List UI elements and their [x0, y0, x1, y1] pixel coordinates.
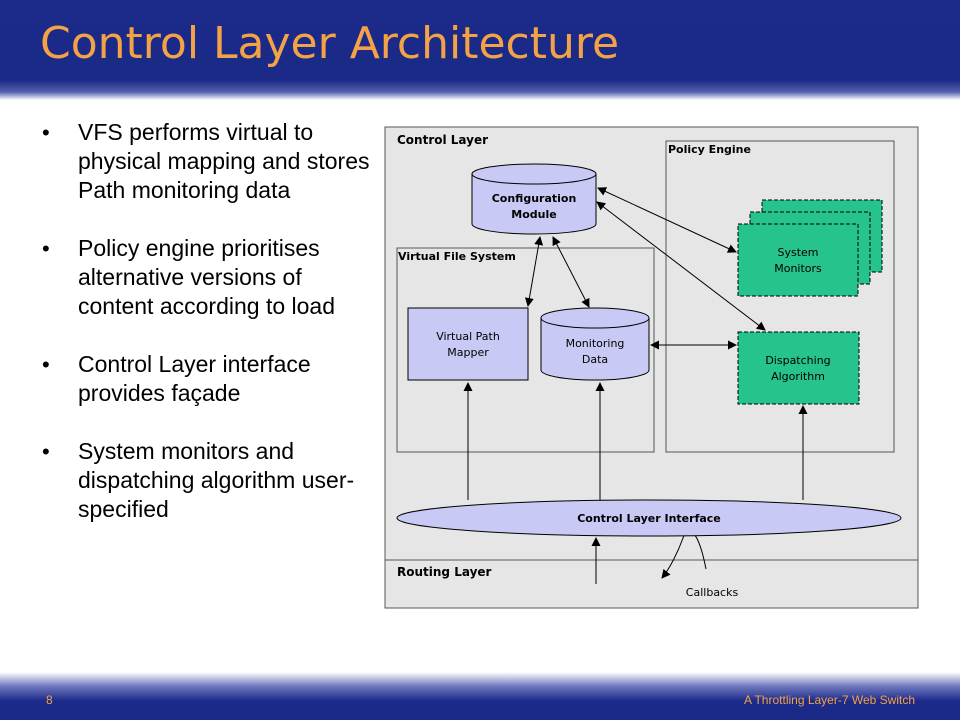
bullet-item: •Policy engine prioritises alternative v…: [42, 235, 336, 319]
bullet-text: System monitors and dispatching algorith…: [78, 438, 355, 522]
footer-band: [0, 672, 960, 720]
bullet-list: •VFS performs virtual to physical mappin…: [40, 118, 370, 553]
footer-text: A Throttling Layer-7 Web Switch: [744, 693, 915, 707]
dispatching-algorithm: Dispatching Algorithm: [737, 331, 860, 405]
connector-arrows: [463, 187, 808, 584]
dispatching-algorithm-label-line1: Dispatching: [765, 354, 830, 367]
arrow-callbacks: [661, 530, 707, 579]
slide-title: Control Layer Architecture: [40, 18, 620, 69]
bullet-item: •Control Layer interface provides façade: [42, 351, 311, 406]
bullet-text: VFS performs virtual to physical mapping…: [78, 119, 370, 203]
routing-layer-label: Routing Layer: [397, 565, 492, 579]
configuration-module-label-line2: Module: [511, 208, 556, 221]
virtual-path-mapper-label-line2: Mapper: [447, 346, 489, 359]
system-monitors-label-line1: System: [777, 246, 818, 259]
system-monitors-label-line2: Monitors: [774, 262, 822, 275]
page-number: 8: [46, 693, 53, 707]
arrow-config-monitoring: [552, 236, 590, 308]
bullet-text: Control Layer interface provides façade: [78, 351, 311, 406]
control-layer-interface-label: Control Layer Interface: [577, 512, 721, 525]
control-layer-interface: Control Layer Interface: [396, 499, 902, 537]
system-monitors-stack: System Monitors: [737, 199, 883, 297]
dispatching-algorithm-label-line2: Algorithm: [771, 370, 825, 383]
configuration-module: Configuration Module: [471, 163, 597, 235]
bullet-item: •VFS performs virtual to physical mappin…: [42, 119, 370, 203]
bullet-item: •System monitors and dispatching algorit…: [42, 438, 355, 522]
policy-engine-label: Policy Engine: [668, 143, 751, 156]
arrow-config-dispatching: [596, 201, 766, 331]
title-band: [0, 0, 960, 100]
control-layer-label: Control Layer: [397, 133, 488, 147]
callbacks-label: Callbacks: [686, 586, 739, 599]
monitoring-data-label-line1: Monitoring: [566, 337, 625, 350]
arrow-config-mapper: [524, 236, 544, 307]
monitoring-data: Monitoring Data: [540, 307, 650, 381]
monitoring-data-label-line2: Data: [582, 353, 608, 366]
bullet-text: Policy engine prioritises alternative ve…: [78, 235, 336, 319]
virtual-path-mapper-label-line1: Virtual Path: [436, 330, 500, 343]
virtual-file-system-label: Virtual File System: [398, 250, 516, 263]
virtual-path-mapper: Virtual Path Mapper: [407, 307, 529, 381]
configuration-module-label-line1: Configuration: [492, 192, 577, 205]
